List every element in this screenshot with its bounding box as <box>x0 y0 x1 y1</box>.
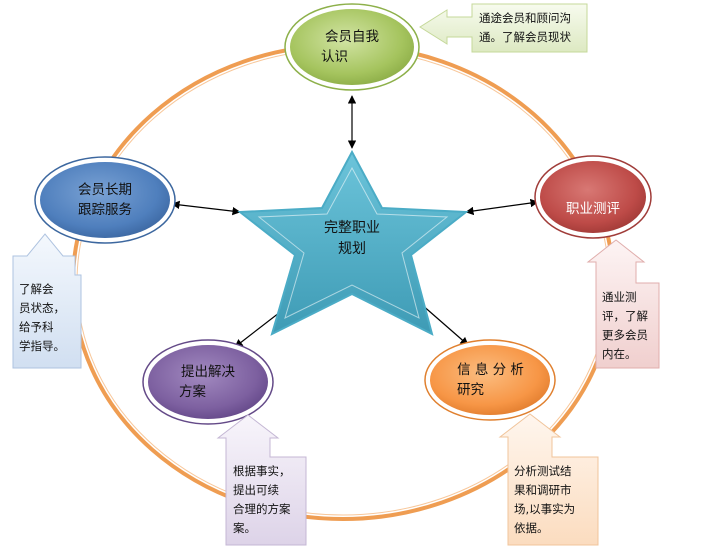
callout-tracking <box>12 233 82 369</box>
node-assessment <box>534 155 652 239</box>
callout-analysis <box>498 413 599 546</box>
arrow-star-tracking <box>171 200 241 216</box>
node-tracking <box>34 156 176 244</box>
node-self-awareness <box>284 3 420 91</box>
node-solution <box>142 339 274 425</box>
node-analysis <box>424 339 556 421</box>
callout-solution <box>216 414 307 546</box>
center-star-inner <box>257 166 449 319</box>
arrow-star-assessment <box>465 198 539 216</box>
center-star <box>237 149 469 336</box>
callout-self-awareness <box>419 3 588 53</box>
callout-assessment <box>586 239 660 369</box>
